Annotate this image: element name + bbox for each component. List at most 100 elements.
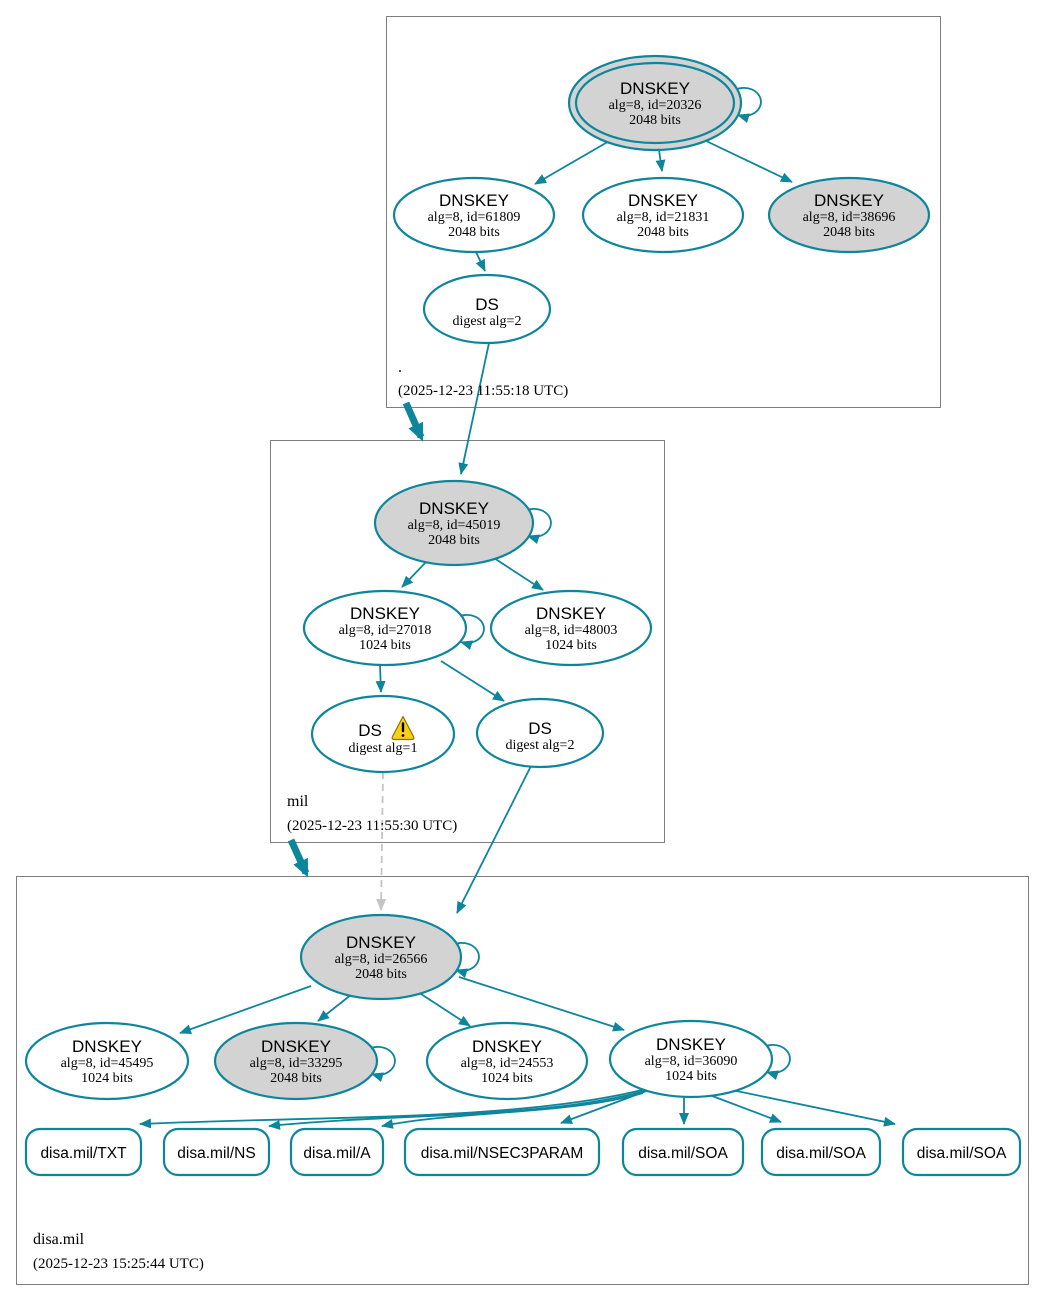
dnskey-45019-bits: 2048 bits xyxy=(428,533,480,548)
dnskey-node-27018[interactable] xyxy=(302,589,468,667)
edge-36090-to-ns xyxy=(268,1090,646,1130)
edge-36090-to-a xyxy=(381,1092,644,1129)
edge-26566-to-24553 xyxy=(417,991,471,1027)
dnskey-20326-title: DNSKEY xyxy=(620,79,690,98)
zone-timestamp-mil: (2025-12-23 11:55:30 UTC) xyxy=(287,818,457,834)
dnskey-45495-bits: 1024 bits xyxy=(81,1071,133,1086)
self-loop-27018 xyxy=(457,613,485,651)
dnskey-36090-title: DNSKEY xyxy=(656,1035,726,1054)
edge-20326-to-21831 xyxy=(655,149,666,172)
dnskey-20326-detail: alg=8, id=20326 xyxy=(609,98,702,113)
edge-61809-to-ds xyxy=(475,251,486,272)
dnskey-26566-detail: alg=8, id=26566 xyxy=(335,952,428,967)
dnskey-27018-bits: 1024 bits xyxy=(359,638,411,653)
ds-root-detail: digest alg=2 xyxy=(453,314,522,329)
rrset-label-a: disa.mil/A xyxy=(303,1145,371,1162)
dnskey-24553-detail: alg=8, id=24553 xyxy=(461,1056,554,1071)
dnskey-node-24553[interactable] xyxy=(425,1021,589,1101)
dnskey-33295-detail: alg=8, id=33295 xyxy=(250,1056,343,1071)
self-loop-45019 xyxy=(524,507,552,545)
edge-root-ds-to-45019 xyxy=(458,342,490,475)
edge-36090-to-nsec3param xyxy=(560,1089,650,1124)
dnskey-node-26566[interactable] xyxy=(299,913,463,1001)
delegation-arrow-root-to-mil xyxy=(402,401,425,442)
dnskey-38696-title: DNSKEY xyxy=(814,191,884,210)
dnskey-36090-bits: 1024 bits xyxy=(665,1069,717,1084)
dnskey-45019-title: DNSKEY xyxy=(419,499,489,518)
dnskey-61809-bits: 2048 bits xyxy=(448,225,500,240)
dnskey-61809-title: DNSKEY xyxy=(439,191,509,210)
rrset-node-disa-mil-soa-1[interactable] xyxy=(621,1127,745,1177)
rrset-label-soa-3: disa.mil/SOA xyxy=(917,1145,1007,1162)
dnskey-21831-detail: alg=8, id=21831 xyxy=(617,210,710,225)
edge-27018-to-ds2 xyxy=(440,660,505,702)
edge-36090-to-soa-2 xyxy=(706,1093,782,1123)
dnskey-27018-detail: alg=8, id=27018 xyxy=(339,623,432,638)
dnskey-48003-detail: alg=8, id=48003 xyxy=(525,623,618,638)
dnskey-26566-title: DNSKEY xyxy=(346,933,416,952)
edge-20326-to-38696 xyxy=(701,138,793,183)
dnskey-node-20326[interactable] xyxy=(574,61,736,145)
edge-26566-to-45495 xyxy=(179,985,312,1034)
dnskey-33295-title: DNSKEY xyxy=(261,1037,331,1056)
rrset-node-disa-mil-txt[interactable] xyxy=(24,1127,143,1177)
dnskey-45019-detail: alg=8, id=45019 xyxy=(408,518,501,533)
dnskey-node-38696[interactable] xyxy=(767,176,931,254)
rrset-label-nsec3param: disa.mil/NSEC3PARAM xyxy=(421,1145,584,1162)
zone-label-disa-mil: disa.mil xyxy=(33,1231,85,1248)
ds-mil-alg1-title: DS xyxy=(358,721,382,740)
ds-root-title: DS xyxy=(475,295,499,314)
self-loop-20326 xyxy=(734,86,762,124)
edge-45019-to-48003 xyxy=(493,557,544,591)
zone-timestamp-disa-mil: (2025-12-23 15:25:44 UTC) xyxy=(33,1256,204,1272)
rrset-node-disa-mil-nsec3param[interactable] xyxy=(403,1127,601,1177)
rrset-label-soa-2: disa.mil/SOA xyxy=(776,1145,866,1162)
rrset-label-soa-1: disa.mil/SOA xyxy=(638,1145,728,1162)
dnskey-45495-detail: alg=8, id=45495 xyxy=(61,1056,154,1071)
warning-triangle-icon xyxy=(391,715,415,741)
rrset-node-disa-mil-soa-3[interactable] xyxy=(901,1127,1022,1177)
dnskey-node-33295[interactable] xyxy=(213,1021,379,1101)
self-loop-26566 xyxy=(452,941,480,979)
dnskey-node-45019[interactable] xyxy=(373,479,535,567)
ds-mil-alg2-title: DS xyxy=(528,719,552,738)
dnskey-node-48003[interactable] xyxy=(489,589,653,667)
dnskey-node-61809[interactable] xyxy=(392,176,556,254)
rrset-node-disa-mil-ns[interactable] xyxy=(162,1127,271,1177)
dnskey-27018-title: DNSKEY xyxy=(350,604,420,623)
dnskey-20326-bits: 2048 bits xyxy=(629,113,681,128)
ds-node-mil-alg1[interactable] xyxy=(310,694,456,774)
dnskey-45495-title: DNSKEY xyxy=(72,1037,142,1056)
rrset-node-disa-mil-a[interactable] xyxy=(289,1127,385,1177)
edge-26566-to-33295 xyxy=(317,993,353,1022)
rrset-label-ns: disa.mil/NS xyxy=(177,1145,255,1162)
dnskey-node-36090[interactable] xyxy=(608,1019,774,1099)
self-loop-36090 xyxy=(763,1043,791,1081)
edge-36090-to-txt xyxy=(139,1088,647,1129)
dnskey-36090-detail: alg=8, id=36090 xyxy=(645,1054,738,1069)
edge-ds-alg2-to-26566 xyxy=(456,765,532,914)
edge-45019-to-27018 xyxy=(401,559,429,588)
edge-20326-to-61809 xyxy=(534,139,612,185)
zone-label-root: . xyxy=(398,359,402,376)
edge-27018-to-ds1 xyxy=(375,664,386,693)
dnskey-21831-bits: 2048 bits xyxy=(637,225,689,240)
dnskey-node-21831[interactable] xyxy=(581,176,745,254)
zone-timestamp-root: (2025-12-23 11:55:18 UTC) xyxy=(398,383,568,399)
dnskey-21831-title: DNSKEY xyxy=(628,191,698,210)
ds-node-mil-alg2[interactable] xyxy=(475,697,605,769)
self-loop-33295 xyxy=(368,1045,396,1083)
edge-36090-to-soa-3 xyxy=(726,1088,896,1127)
rrset-node-disa-mil-soa-2[interactable] xyxy=(760,1127,882,1177)
ds-mil-alg1-detail: digest alg=1 xyxy=(349,741,418,756)
dnskey-node-45495[interactable] xyxy=(24,1021,190,1101)
ds-node-root[interactable] xyxy=(422,273,552,345)
ds-mil-alg2-detail: digest alg=2 xyxy=(506,738,575,753)
rrset-label-txt: disa.mil/TXT xyxy=(40,1145,127,1162)
dnskey-38696-detail: alg=8, id=38696 xyxy=(803,210,896,225)
dnskey-61809-detail: alg=8, id=61809 xyxy=(428,210,521,225)
delegation-arrow-mil-to-disa-mil xyxy=(287,838,310,878)
dnskey-33295-bits: 2048 bits xyxy=(270,1071,322,1086)
zone-label-mil: mil xyxy=(287,793,309,810)
